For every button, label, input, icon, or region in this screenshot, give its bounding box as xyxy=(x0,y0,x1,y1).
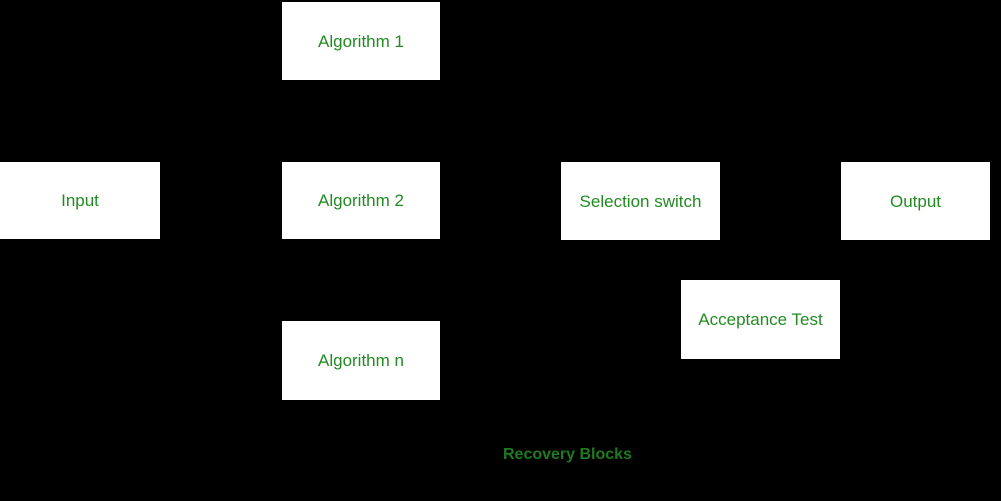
block-algorithm-1: Algorithm 1 xyxy=(282,2,440,80)
block-algorithm-n: Algorithm n xyxy=(282,321,440,400)
block-input: Input xyxy=(0,162,160,239)
block-algorithm-n-label: Algorithm n xyxy=(318,351,404,370)
block-selection-switch-label: Selection switch xyxy=(579,191,702,211)
block-algorithm-2: Algorithm 2 xyxy=(282,162,440,239)
block-input-label: Input xyxy=(61,191,99,210)
block-selection-switch: Selection switch xyxy=(561,162,720,240)
block-output-label: Output xyxy=(889,191,942,211)
block-output: Output xyxy=(841,162,990,240)
block-algorithm-2-label: Algorithm 2 xyxy=(318,191,404,210)
block-acceptance-test-label: Acceptance Test xyxy=(698,310,823,329)
block-acceptance-test: Acceptance Test xyxy=(681,280,840,359)
block-algorithm-1-label: Algorithm 1 xyxy=(318,31,404,51)
diagram-caption: Recovery Blocks xyxy=(503,446,632,463)
